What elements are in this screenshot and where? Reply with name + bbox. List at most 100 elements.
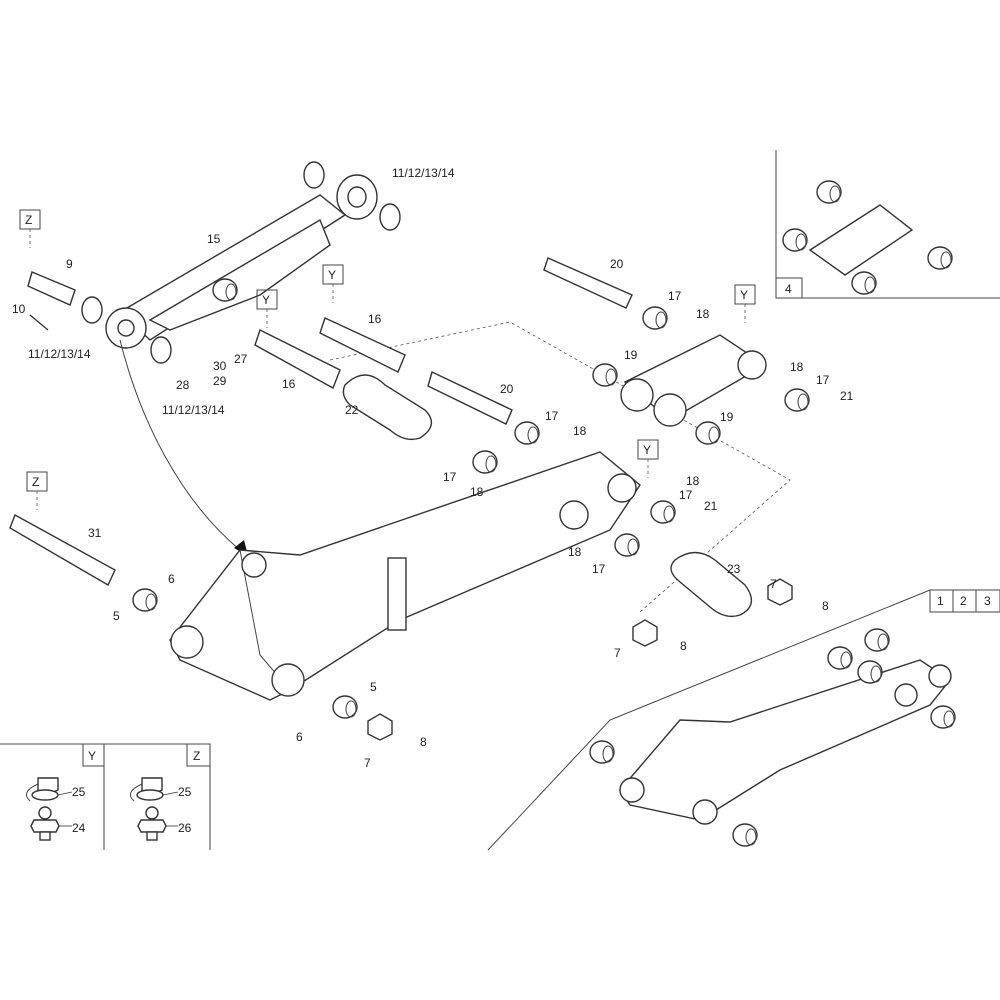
ref-tag-y: Y [734, 284, 756, 323]
bushing [132, 588, 158, 612]
boom [169, 451, 641, 701]
bushing [650, 500, 676, 524]
inset-frame-4: 4 [775, 150, 1000, 299]
variant-tab-3[interactable]: 3 [984, 594, 991, 608]
callout-21: 21 [704, 499, 718, 513]
bushing [472, 450, 498, 474]
bushing [927, 246, 953, 270]
bushing [816, 180, 842, 204]
bushing [589, 740, 615, 764]
callout-6: 6 [168, 572, 175, 586]
variant-tab-2[interactable]: 2 [960, 594, 967, 608]
callout-10: 10 [12, 302, 26, 316]
callout-15: 15 [207, 232, 221, 246]
callout-5: 5 [370, 680, 377, 694]
bushing [827, 646, 853, 670]
bushing [857, 660, 883, 684]
ref-tag-z: Z [26, 471, 48, 510]
bushing [851, 271, 877, 295]
reference-tags: Y Y Y Y Z Z [19, 209, 756, 510]
callout-17: 17 [816, 373, 830, 387]
bushing [782, 228, 808, 252]
callout-30: 30 [213, 359, 227, 373]
ref-tag-z: Z [19, 209, 41, 248]
callout-22: 22 [345, 403, 359, 417]
callout-8: 8 [822, 599, 829, 613]
callout-6: 6 [296, 730, 303, 744]
callout-11-12-13-14: 11/12/13/14 [392, 166, 455, 180]
h-link [620, 334, 767, 427]
callout-25: 25 [178, 785, 192, 799]
callout-17: 17 [443, 470, 457, 484]
callout-11-12-13-14: 11/12/13/14 [28, 347, 91, 361]
svg-text:Y: Y [740, 288, 748, 302]
callout-17: 17 [679, 488, 693, 502]
bushing [614, 533, 640, 557]
svg-text:Y: Y [328, 268, 336, 282]
bushing [514, 421, 540, 445]
callout-7: 7 [364, 756, 371, 770]
callout-18: 18 [696, 307, 710, 321]
callout-18: 18 [568, 545, 582, 559]
callout-18: 18 [790, 360, 804, 374]
callout-24: 24 [72, 821, 86, 835]
callout-29: 29 [213, 374, 227, 388]
bushing [592, 363, 618, 387]
callout-16: 16 [282, 377, 296, 391]
callout-21: 21 [840, 389, 854, 403]
bushing [212, 278, 238, 302]
detail-boxes: Y Z 25 24 25 26 [0, 743, 211, 850]
callout-17: 17 [668, 289, 682, 303]
svg-text:Y: Y [643, 443, 651, 457]
callout-25: 25 [72, 785, 86, 799]
boom-variant [619, 659, 952, 825]
callout-5: 5 [113, 609, 120, 623]
callout-17: 17 [592, 562, 606, 576]
callout-20: 20 [500, 382, 514, 396]
bushing [864, 628, 890, 652]
cap-and-fitting-y [25, 777, 60, 841]
svg-text:Y: Y [262, 293, 270, 307]
callout-7: 7 [770, 577, 777, 591]
castle-nut [767, 578, 793, 606]
inset-frame-variants: 1 2 3 [487, 589, 1000, 851]
ref-tag-y: Y [322, 264, 344, 303]
bushings [132, 180, 956, 847]
hydraulic-cylinder [105, 174, 378, 556]
callout-23: 23 [727, 562, 741, 576]
callout-27: 27 [234, 352, 248, 366]
svg-text:Z: Z [32, 475, 39, 489]
callout-26: 26 [178, 821, 192, 835]
callout-8: 8 [680, 639, 687, 653]
castle-nut [632, 619, 658, 647]
callout-9: 9 [66, 257, 73, 271]
bushing [695, 421, 721, 445]
callout-17: 17 [545, 409, 559, 423]
bushing [784, 388, 810, 412]
bushing [930, 705, 956, 729]
bushing [732, 823, 758, 847]
callout-20: 20 [610, 257, 624, 271]
pins [9, 257, 633, 586]
callout-11-12-13-14: 11/12/13/14 [162, 403, 225, 417]
callout-28: 28 [176, 378, 190, 392]
callout-16: 16 [368, 312, 382, 326]
link-23 [670, 551, 753, 618]
svg-text:Z: Z [25, 213, 32, 227]
callout-31: 31 [88, 526, 102, 540]
callout-18: 18 [573, 424, 587, 438]
washers [81, 161, 401, 364]
variant-tab-1[interactable]: 1 [937, 594, 944, 608]
bushing [642, 306, 668, 330]
callouts: 11/12/13/14 11/12/13/14 11/12/13/14 15 9 10 27… [12, 166, 854, 770]
callout-19: 19 [720, 410, 734, 424]
ref-tag-y: Y [637, 439, 659, 478]
callout-8: 8 [420, 735, 427, 749]
link-22 [342, 374, 433, 441]
bushing [332, 695, 358, 719]
cap-and-fitting-z [129, 777, 167, 841]
castle-nut [367, 713, 393, 741]
callout-7: 7 [614, 646, 621, 660]
